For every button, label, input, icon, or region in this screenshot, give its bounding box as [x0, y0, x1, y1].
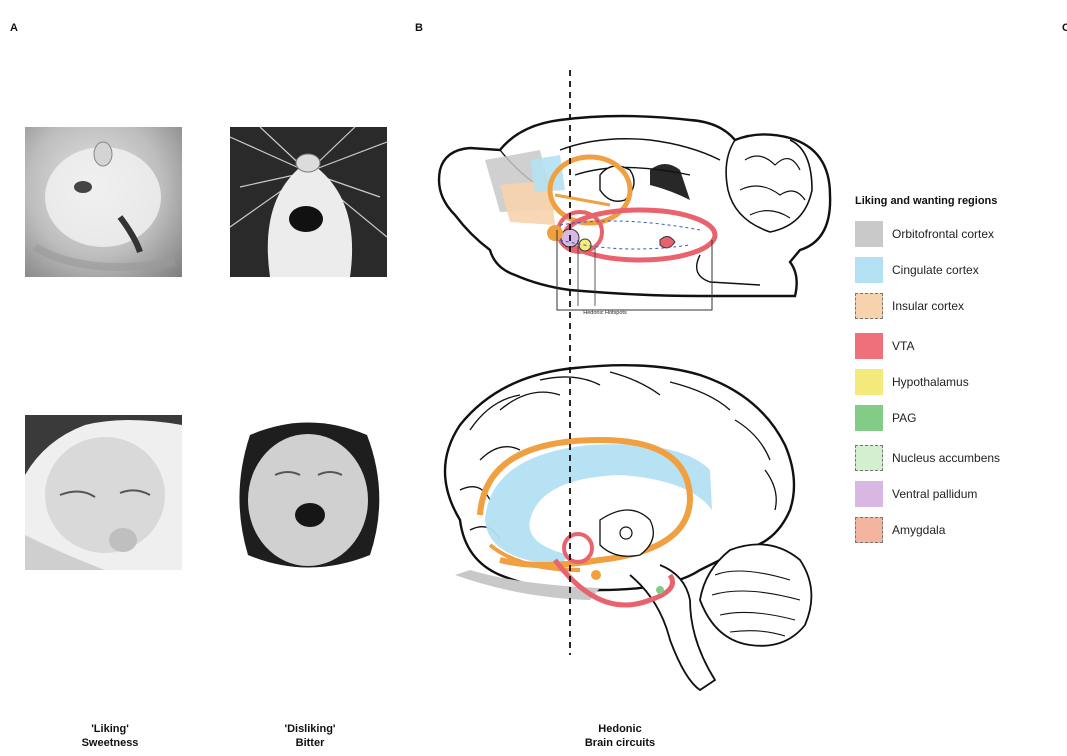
panel-letter-b: B: [415, 22, 423, 34]
legend-label: PAG: [892, 411, 916, 425]
infant-liking-photo: [25, 415, 182, 570]
caption-disliking-line1: 'Disliking': [250, 722, 370, 736]
caption-liking-line1: 'Liking': [50, 722, 170, 736]
legend-item: Cingulate cortex: [855, 252, 1067, 288]
legend-item: Orbitofrontal cortex: [855, 216, 1067, 252]
rat-liking-photo: [25, 127, 182, 277]
caption-liking: 'Liking' Sweetness: [50, 722, 170, 750]
legend-label: Cingulate cortex: [892, 263, 979, 277]
legend-swatch: [855, 293, 883, 319]
rat-disliking-photo: [230, 127, 387, 277]
legend-item: PAG: [855, 400, 1067, 436]
caption-disliking-line2: Bitter: [250, 736, 370, 750]
legend-title: Liking and wanting regions: [855, 195, 1067, 207]
legend-item: Insular cortex: [855, 288, 1067, 324]
legend-label: VTA: [892, 339, 914, 353]
infant-disliking-photo: [230, 415, 387, 570]
infant-liking-drawing: [25, 415, 182, 570]
legend-swatch: [855, 405, 883, 431]
legend-item: Amygdala: [855, 512, 1067, 548]
legend-swatch: [855, 221, 883, 247]
caption-hedonic-line2: Brain circuits: [550, 736, 690, 750]
panel-letter-c: C: [1062, 22, 1067, 34]
legend-swatch: [855, 481, 883, 507]
human-brain: [445, 365, 811, 690]
legend-swatch: [855, 369, 883, 395]
legend-item: VTA: [855, 328, 1067, 364]
infant-disliking-drawing: [230, 415, 387, 570]
legend-label: Hypothalamus: [892, 375, 969, 389]
legend-swatch: [855, 445, 883, 471]
legend-item: Nucleus accumbens: [855, 440, 1067, 476]
legend-swatch: [855, 517, 883, 543]
legend-swatch: [855, 257, 883, 283]
rat-brain: Hedonic Hotspots: [439, 116, 830, 316]
legend-item: Hypothalamus: [855, 364, 1067, 400]
legend-label: Nucleus accumbens: [892, 451, 1000, 465]
caption-hedonic-line1: Hedonic: [550, 722, 690, 736]
rat-liking-drawing: [25, 127, 182, 277]
caption-liking-line2: Sweetness: [50, 736, 170, 750]
legend-label: Amygdala: [892, 523, 945, 537]
caption-disliking: 'Disliking' Bitter: [250, 722, 370, 750]
legend-item: Ventral pallidum: [855, 476, 1067, 512]
legend-label: Orbitofrontal cortex: [892, 227, 994, 241]
legend-label: Ventral pallidum: [892, 487, 977, 501]
rat-disliking-drawing: [230, 127, 387, 277]
legend: Liking and wanting regions Orbitofrontal…: [855, 195, 1067, 548]
caption-hedonic: Hedonic Brain circuits: [550, 722, 690, 750]
hedonic-hotspots-label: Hedonic Hotspots: [583, 310, 627, 316]
panel-letter-a: A: [10, 22, 18, 34]
legend-swatch: [855, 333, 883, 359]
legend-label: Insular cortex: [892, 299, 964, 313]
